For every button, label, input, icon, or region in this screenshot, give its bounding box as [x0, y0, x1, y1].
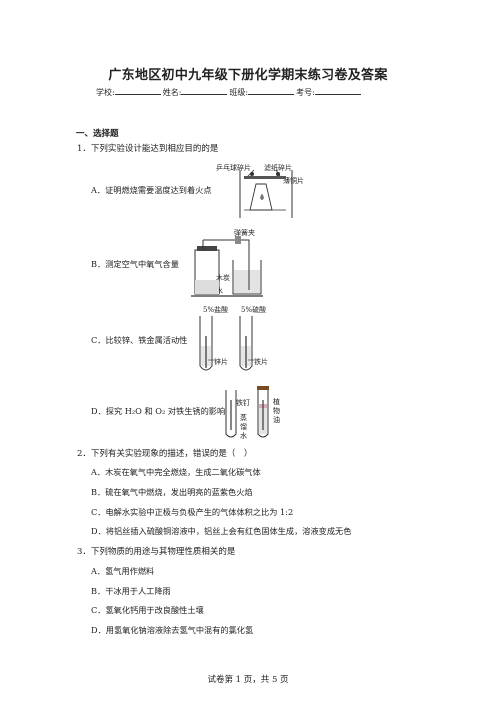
name-label: 姓名:	[162, 88, 182, 97]
q3-option-b: B．干冰用于人工降雨	[91, 586, 171, 596]
q2-option-b: B．硫在氧气中燃烧，发出明亮的蓝紫色火焰	[91, 487, 253, 497]
figure-b-oxygen-apparatus	[191, 236, 263, 297]
q2-option-c: C．电解水实验中正极与负极产生的气体体积之比为 1:2	[91, 507, 294, 517]
name-blank	[181, 86, 228, 95]
q3-stem: 3．下列物质的用途与其物理性质相关的是	[77, 547, 236, 557]
q1-option-b: B．测定空气中氧气含量	[91, 259, 179, 269]
figure-d-rust-tubes	[225, 386, 269, 438]
figure-c-test-tubes	[199, 316, 254, 371]
student-info-row: 学校: 姓名: 班级: 考号:	[96, 86, 363, 98]
label-copper: 薄铜片	[283, 177, 304, 185]
figure-a-combustion	[239, 169, 293, 218]
label-clamp: 弹簧夹	[234, 229, 255, 237]
page-title: 广东地区初中九年级下册化学期末练习卷及答案	[108, 68, 388, 83]
label-nail: 铁钉	[236, 399, 250, 407]
label-h2so4: 5%硫酸	[241, 306, 267, 314]
school-blank	[114, 86, 161, 95]
q3-option-c: C．氢氧化钙用于改良酸性土壤	[91, 605, 204, 615]
q1-stem: 1．下列实验设计能达到相应目的的是	[77, 144, 219, 154]
school-label: 学校:	[96, 88, 115, 97]
q3-option-a: A．氢气用作燃料	[91, 566, 155, 576]
section-heading: 一、选择题	[76, 129, 119, 139]
label-distilled: 蒸馏水	[240, 414, 247, 440]
label-iron: 铁片	[254, 358, 268, 366]
class-label: 班级:	[229, 88, 249, 97]
q1-option-a: A．证明燃烧需要温度达到着火点	[91, 185, 212, 195]
page-footer: 试卷第 1 页，共 5 页	[207, 675, 289, 685]
label-oil: 植物油	[273, 398, 280, 424]
q2-option-a: A．木炭在氧气中完全燃烧，生成二氧化碳气体	[91, 467, 261, 477]
q3-option-d: D．用氢氧化钠溶液除去氢气中混有的氯化氢	[91, 625, 254, 635]
class-blank	[248, 86, 295, 95]
q2-stem: 2．下列有关实验现象的描述，错误的是（ ）	[77, 449, 253, 459]
q1-option-d: D．探究 H₂O 和 O₂ 对铁生锈的影响	[91, 406, 226, 416]
label-pingpong: 乒乓球碎片	[216, 164, 251, 172]
label-filter: 滤纸碎片	[264, 164, 292, 172]
q1-option-c: C．比较锌、铁金属活动性	[91, 335, 188, 345]
exam-no-label: 考号:	[296, 88, 315, 97]
label-hcl: 5%盐酸	[203, 306, 229, 314]
q2-option-d: D．将铝丝插入硫酸铜溶液中，铝丝上会有红色固体生成，溶液变成无色	[91, 526, 352, 536]
label-zinc: 锌片	[214, 358, 228, 366]
exam-no-blank	[314, 86, 361, 95]
label-charcoal: 木炭	[216, 274, 230, 282]
